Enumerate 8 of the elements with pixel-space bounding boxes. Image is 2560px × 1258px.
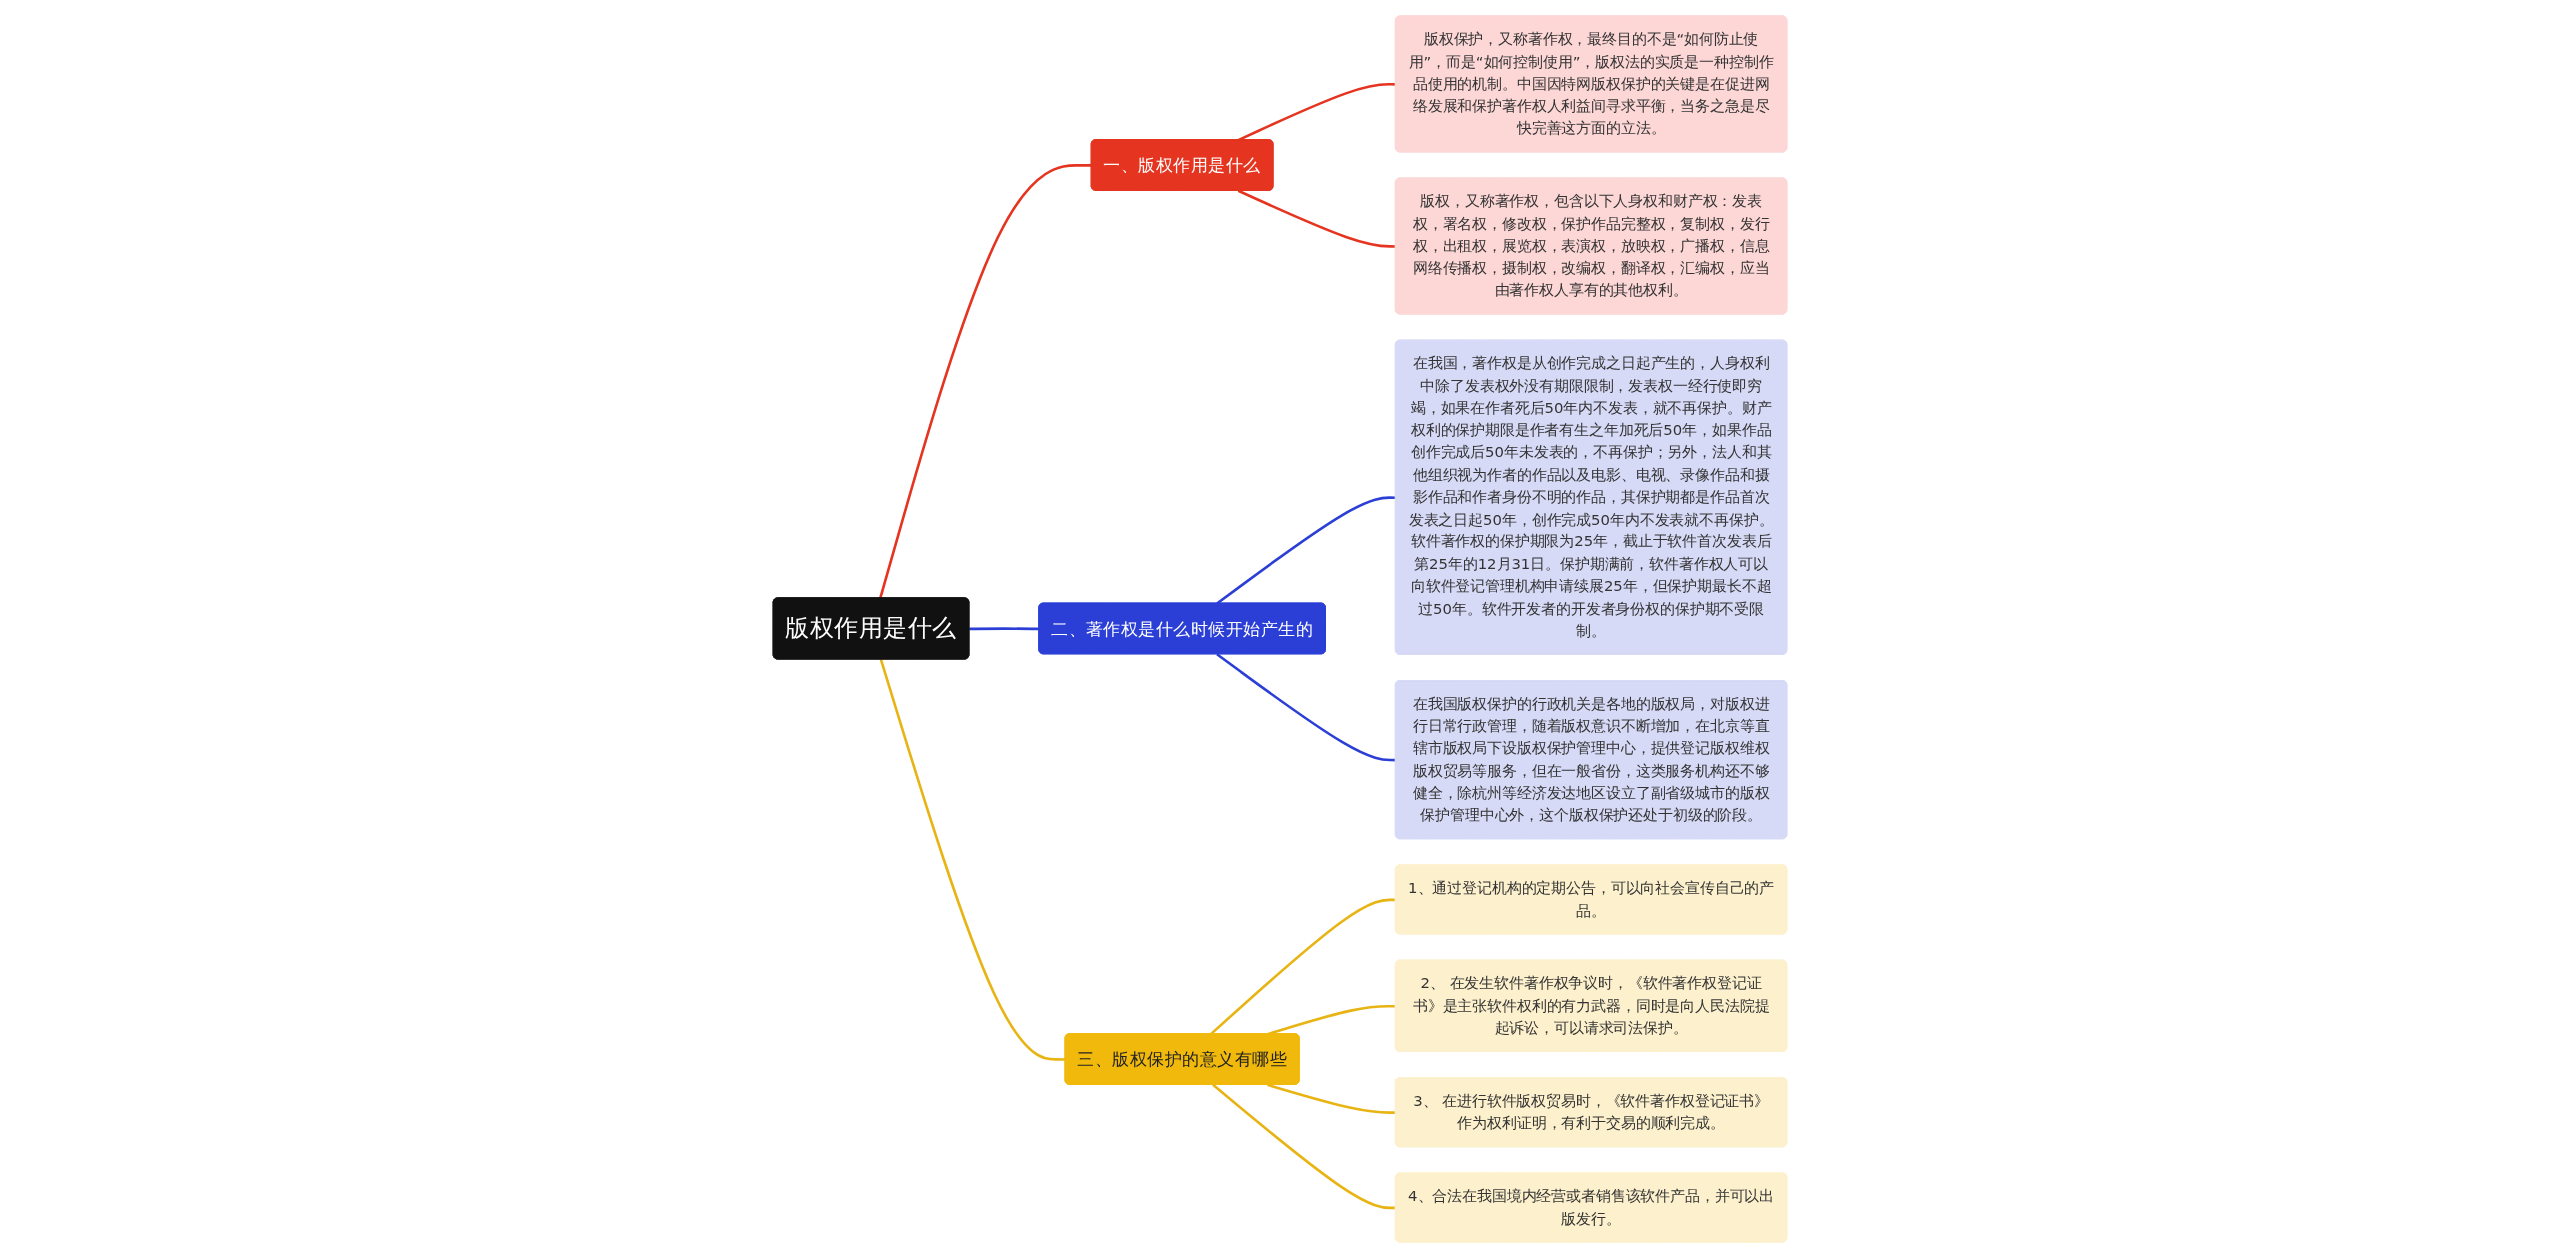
connector [879,164,1092,599]
connector [1267,1083,1396,1114]
connector [1212,1083,1396,1210]
connector [1237,189,1396,248]
connector [1216,653,1396,762]
connector [1216,496,1396,605]
connector [969,627,1040,631]
connector [879,659,1066,1061]
